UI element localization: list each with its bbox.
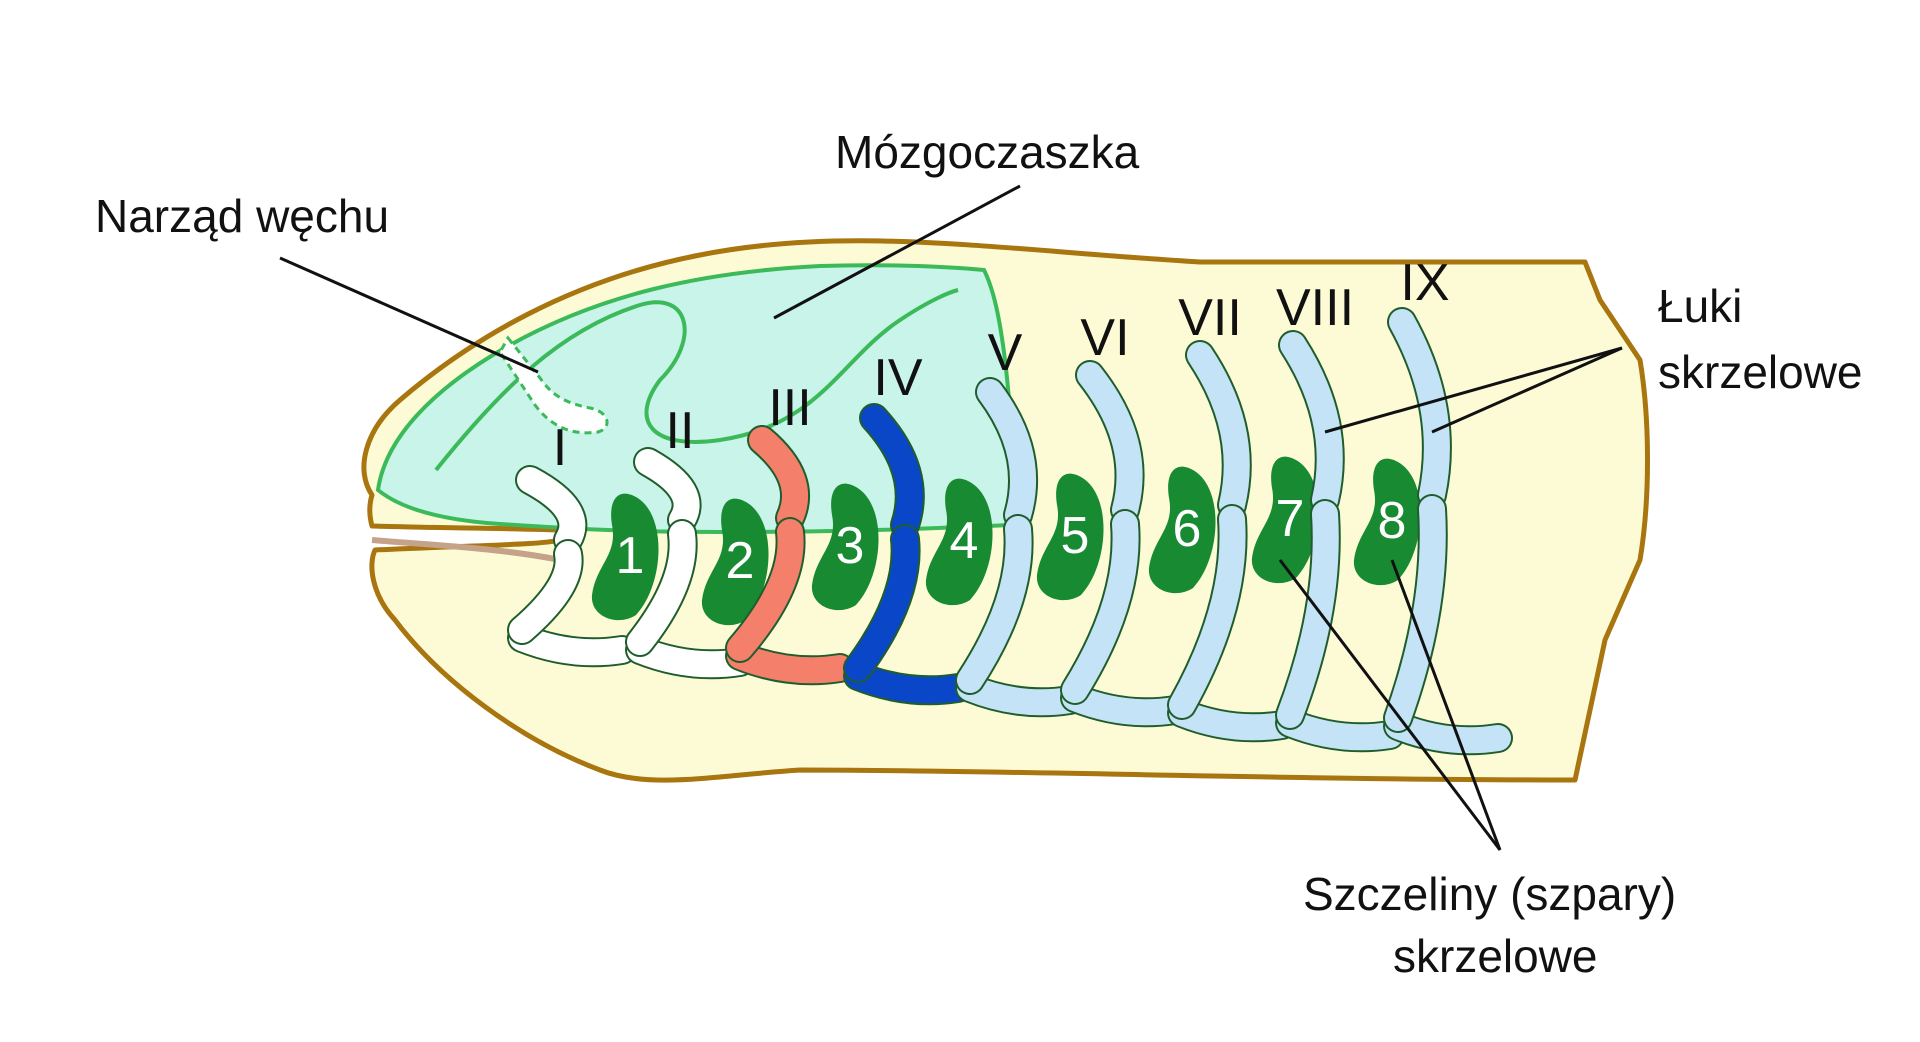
gill-slit-shape [1251, 456, 1319, 584]
gill-arch-upper-segment [1280, 332, 1343, 513]
gill-arch-basal-segment [727, 643, 853, 684]
arches-leader-line-2 [1431, 346, 1623, 434]
olfactory-organ-label: Narząd węchu [95, 190, 389, 242]
slits-leader-line-2 [1390, 559, 1502, 851]
gill-slit-shape [701, 498, 769, 626]
gill-arch-basal-segment [1277, 710, 1403, 751]
gill-arch-numeral: II [666, 402, 695, 460]
gill-slit-5: 5 [1036, 473, 1104, 601]
gill-slit-number: 8 [1378, 492, 1407, 550]
gill-arch-VI: VI [1060, 309, 1190, 728]
gill-slit-number: 6 [1173, 500, 1202, 558]
gill-slit-shape [1353, 458, 1421, 586]
gill-arch-I: I [507, 419, 637, 668]
gill-slit-7: 7 [1251, 456, 1319, 584]
gill-arch-lower-segment [1385, 496, 1446, 731]
gill-slit-1: 1 [591, 493, 659, 621]
gill-arch-basal-segment [1169, 700, 1295, 741]
gill-slit-3: 3 [811, 483, 879, 611]
gill-arch-basal-segment [957, 675, 1083, 716]
gill-arch-numeral: V [988, 324, 1023, 382]
gill-arch-IV: IV [843, 349, 973, 706]
gill-slit-6: 6 [1148, 466, 1216, 594]
gill-arch-upper-segment [1077, 362, 1143, 523]
gill-slits: 1 2 3 4 5 6 7 8 [591, 456, 1421, 626]
gill-arch-upper-segment [749, 427, 809, 531]
slits-leader-line-1 [1278, 559, 1502, 851]
gill-arches-label-line1: Łuki [1658, 280, 1742, 332]
gill-arch-basal-segment [1062, 685, 1188, 726]
gill-slit-8: 8 [1353, 458, 1421, 586]
arches-leader-line-1 [1324, 346, 1623, 434]
gill-arch-numeral: IV [873, 349, 922, 407]
gill-arch-upper-segment [517, 467, 586, 553]
braincase-inner-curve [434, 288, 959, 472]
gill-slit-shape [1036, 473, 1104, 601]
gill-arch-lower-segment [957, 516, 1032, 693]
gill-arch-lower-segment [627, 521, 696, 655]
gill-arch-upper-segment [1389, 309, 1450, 508]
gill-arch-lower-segment [1169, 506, 1246, 718]
gill-arch-numeral: VII [1178, 289, 1242, 347]
gill-slit-shape [925, 478, 993, 606]
gill-arch-III: III [725, 379, 855, 686]
gill-arch-numeral: I [553, 419, 567, 477]
gill-arch-V: V [955, 324, 1085, 718]
gill-arch-lower-segment [845, 526, 919, 681]
gill-arch-upper-segment [635, 449, 700, 533]
gill-arch-upper-segment [861, 405, 923, 538]
braincase-label: Mózgoczaszka [835, 126, 1140, 178]
gill-slit-number: 2 [726, 532, 755, 590]
gill-slit-shape [591, 493, 659, 621]
gill-slit-number: 5 [1061, 507, 1090, 565]
gill-slit-4: 4 [925, 478, 993, 606]
gill-slit-shape [811, 483, 879, 611]
gill-arch-numeral: VIII [1276, 279, 1354, 337]
gill-arch-lower-segment [509, 541, 582, 643]
gill-slit-shape [1148, 466, 1216, 594]
gill-arch-numeral: III [768, 379, 811, 437]
gill-slit-number: 3 [836, 517, 865, 575]
gill-arch-upper-segment [1187, 342, 1250, 518]
gill-arch-basal-segment [509, 625, 635, 666]
gill-arch-basal-segment [627, 637, 753, 678]
gill-arch-lower-segment [727, 519, 804, 661]
gill-slit-2: 2 [701, 498, 769, 626]
gill-arch-numeral: VI [1080, 309, 1129, 367]
gill-arch-VII: VII [1167, 289, 1297, 743]
gill-slit-number: 4 [950, 512, 979, 570]
gill-arch-numeral: IX [1400, 254, 1449, 312]
gill-arch-lower-segment [1062, 511, 1139, 703]
olfactory-organ [498, 335, 609, 435]
gill-slits-label-line2: skrzelowe [1393, 930, 1598, 982]
gill-slit-number: 7 [1276, 490, 1305, 548]
gill-arch-upper-segment [977, 379, 1036, 528]
olfactory-leader-line [279, 256, 539, 374]
braincase-leader-line [773, 184, 1021, 320]
gill-arch-basal-segment [845, 663, 971, 704]
gill-slit-number: 1 [616, 527, 645, 585]
gill-arches-label-line2: skrzelowe [1658, 346, 1863, 398]
mouth-gap [371, 537, 561, 563]
gill-slits-label-line1: Szczeliny (szpary) [1303, 868, 1676, 920]
